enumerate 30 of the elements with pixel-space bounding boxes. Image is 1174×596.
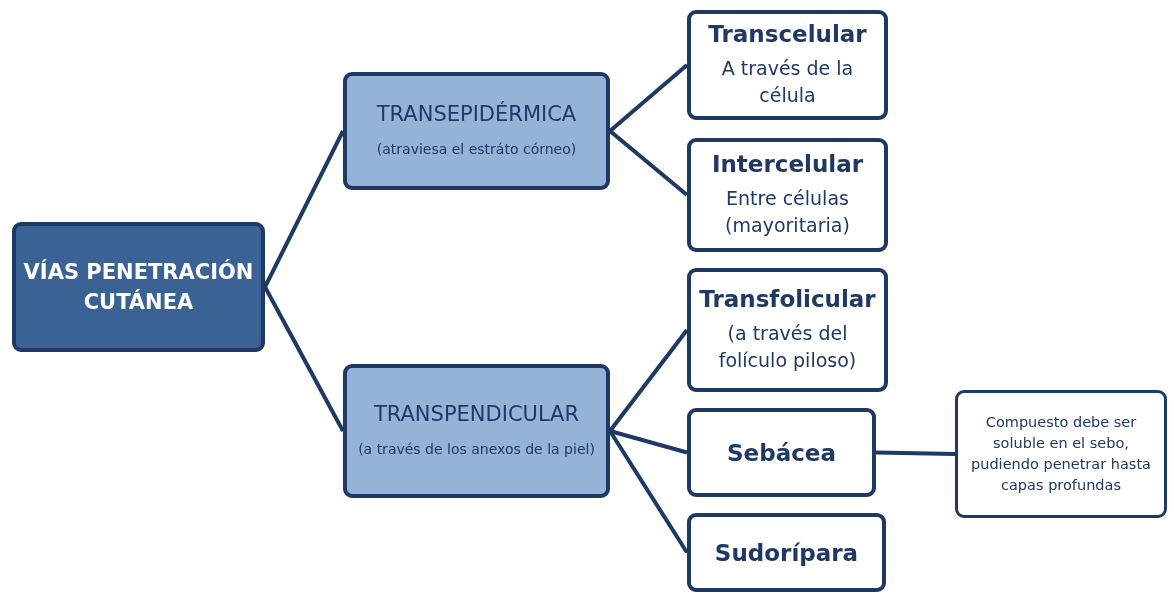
node-description: (a través del folículo piloso) <box>717 321 858 373</box>
connector-line <box>608 63 689 133</box>
root-box <box>12 222 265 352</box>
route-box <box>687 408 876 497</box>
node-title: Transfolicular <box>699 286 876 313</box>
node-title: VÍAS PENETRACIÓN CUTÁNEA <box>22 258 255 316</box>
node-description: Entre células (mayoritaria) <box>724 186 851 238</box>
route-box <box>687 268 888 392</box>
node-title: Compuesto debe ser soluble en el sebo, pudiendo penetrar hasta capas profundas <box>970 412 1152 495</box>
connector-line <box>875 450 956 456</box>
node-description: A través de la célula <box>720 56 855 108</box>
node-title: TRANSPENDICULAR <box>373 401 580 426</box>
connector-line <box>609 429 688 455</box>
node-title: Transcelular <box>708 21 867 48</box>
note-box <box>955 390 1167 518</box>
node-description: (a través de los anexos de la piel) <box>358 439 595 459</box>
node-description: (atraviesa el estráto córneo) <box>376 139 577 159</box>
connector-line <box>608 328 689 433</box>
node-title: Sebácea <box>727 439 836 466</box>
route-box <box>687 10 888 120</box>
category-box <box>343 364 610 498</box>
node-title: TRANSEPIDÉRMICA <box>376 101 577 126</box>
category-box <box>343 72 610 190</box>
route-box <box>687 513 886 592</box>
node-title: Sudorípara <box>714 539 859 566</box>
node-title: Intercelular <box>711 151 864 178</box>
route-box <box>687 138 888 252</box>
connector-line <box>608 129 689 197</box>
connector-line <box>263 130 345 288</box>
connector-line <box>263 286 345 432</box>
